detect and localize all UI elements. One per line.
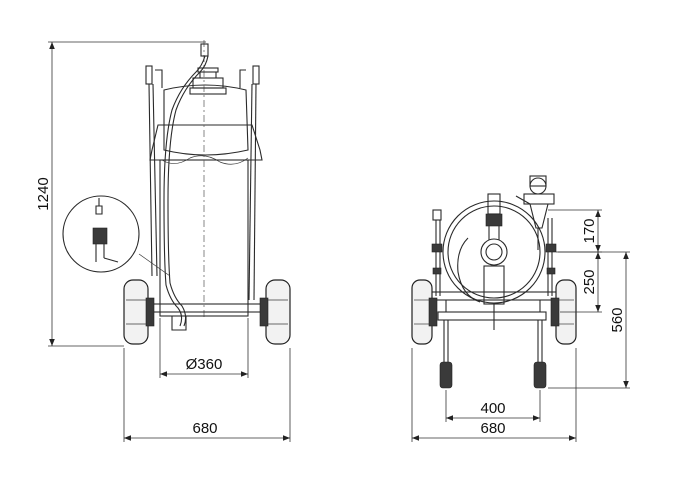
dim-diameter-label: Ø360: [186, 356, 223, 373]
dim-560: 560: [548, 251, 630, 389]
front-foot-left: [439, 361, 453, 389]
side-bracket-left: [155, 69, 163, 88]
dim-170-label: 170: [581, 218, 598, 243]
dim-side-width: 680: [123, 348, 291, 442]
side-handle-right: [248, 65, 260, 301]
dim-250: 250: [560, 252, 602, 313]
detail-callout: [62, 195, 171, 277]
dim-height: 1240: [35, 41, 206, 347]
dim-250-label: 250: [581, 269, 598, 294]
side-hose-inner: [167, 55, 209, 327]
front-pipe: [483, 193, 505, 330]
side-wheel-right: [259, 279, 291, 345]
side-lid: [189, 43, 227, 95]
dim-side-width-label: 680: [192, 420, 217, 437]
front-wheel-left: [411, 279, 438, 345]
side-wheel-left: [123, 279, 155, 345]
front-hose: [457, 237, 481, 303]
dim-diameter: Ø360: [159, 318, 249, 378]
dim-400-label: 400: [480, 400, 505, 417]
dim-front-width: 680: [411, 348, 577, 442]
dim-height-label: 1240: [35, 177, 52, 210]
dim-400: 400: [445, 390, 541, 422]
dim-560-label: 560: [609, 307, 626, 332]
side-axle: [149, 303, 271, 313]
front-frame: [429, 209, 561, 362]
front-pump: [515, 175, 555, 250]
front-view: 170 250 560 400 680: [411, 175, 630, 442]
side-view: 1240 Ø360 680: [35, 40, 291, 442]
dim-front-width-label: 680: [480, 420, 505, 437]
side-bracket-right: [239, 69, 246, 88]
side-handle-left: [145, 65, 158, 277]
side-tank: [149, 40, 263, 320]
front-foot-right: [533, 361, 547, 389]
side-valve: [171, 316, 187, 331]
side-hose: [163, 55, 206, 327]
front-tank: [442, 200, 546, 304]
